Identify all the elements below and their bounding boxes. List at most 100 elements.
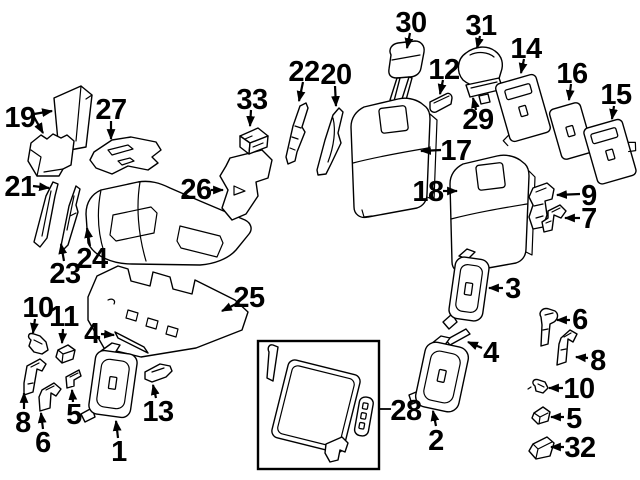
part-17-seat-back (350, 97, 438, 219)
part-8-bracket-right (556, 329, 578, 366)
callout-labels: 30 31 12 29 14 16 15 22 20 33 19 27 17 1… (4, 7, 632, 468)
callout-27: 27 (95, 94, 126, 126)
part-3-frame (442, 248, 490, 330)
callout-2: 2 (428, 425, 444, 457)
arrow-14 (518, 58, 528, 75)
callout-26: 26 (180, 174, 212, 206)
arrow-16 (565, 83, 575, 102)
part-21-trim (33, 181, 59, 248)
callout-15: 15 (600, 79, 632, 111)
part-8-bracket-left (23, 358, 47, 396)
arrow-15 (609, 105, 618, 121)
callout-22: 22 (288, 56, 319, 88)
callout-6-left: 6 (35, 427, 51, 459)
arrow-33 (246, 109, 256, 128)
callout-8-right: 8 (590, 345, 606, 377)
part-6-bracket-left (38, 382, 62, 412)
part-23-trim (60, 185, 81, 251)
part-20-trim (316, 107, 344, 176)
callout-24: 24 (76, 243, 108, 275)
callout-5-left: 5 (66, 399, 82, 431)
part-5-clip-right (531, 406, 551, 425)
callout-8-left: 8 (15, 407, 31, 439)
part-25-pad (87, 265, 249, 358)
arrow-24 (84, 226, 93, 247)
arrow-20 (331, 85, 340, 108)
callout-18: 18 (412, 176, 444, 208)
part-24-cushion (85, 180, 252, 266)
part-32-clip (528, 436, 555, 460)
part-4-strip-right (445, 328, 471, 346)
callout-31: 31 (465, 10, 497, 42)
callout-1: 1 (111, 436, 127, 468)
arrow-9 (555, 190, 581, 199)
part-5-clip-left (65, 369, 82, 389)
arrow-17 (419, 146, 442, 155)
callout-4-left: 4 (84, 318, 100, 350)
arrow-6-left (37, 411, 47, 430)
callout-5-right: 5 (566, 403, 582, 435)
callout-32: 32 (564, 432, 595, 464)
callout-10-right: 10 (563, 373, 594, 405)
arrow-4-right (466, 340, 483, 350)
arrow-2 (430, 409, 440, 427)
arrow-22 (296, 81, 306, 103)
arrow-21 (32, 182, 51, 192)
callout-33: 33 (236, 84, 268, 116)
callout-30: 30 (395, 7, 426, 39)
part-1-frame (80, 342, 138, 423)
part-22-trim (285, 102, 309, 165)
part-19-cushion (27, 133, 75, 177)
arrow-25 (221, 302, 239, 312)
arrow-29 (471, 96, 480, 111)
arrow-30 (404, 32, 414, 50)
arrow-23 (58, 242, 68, 262)
arrow-19b (33, 116, 44, 134)
part-15-panel (583, 118, 637, 185)
callout-6-right: 6 (572, 304, 588, 336)
arrow-8-right (574, 353, 589, 363)
callout-11: 11 (49, 301, 79, 333)
part-26-pad (219, 149, 273, 221)
callout-10-left: 10 (22, 292, 53, 324)
callout-12: 12 (428, 54, 459, 86)
arrow-11 (58, 328, 68, 345)
callout-28: 28 (390, 395, 422, 427)
part-7-bracket (541, 204, 567, 233)
callout-14: 14 (510, 33, 542, 65)
arrow-1 (112, 419, 122, 439)
callout-9: 9 (581, 180, 597, 212)
callout-7: 7 (581, 203, 597, 235)
arrow-12 (437, 79, 447, 96)
part-6-bracket-right (539, 307, 559, 347)
arrow-31 (475, 35, 484, 50)
part-14-panel (495, 73, 551, 147)
arrow-4-left (100, 329, 116, 339)
part-16-panel (548, 102, 594, 160)
part-10-clip-left (27, 332, 49, 355)
part-33-module (239, 127, 269, 155)
inset-box-armrest (256, 339, 381, 471)
callout-16: 16 (556, 58, 588, 90)
part-13-cover (144, 363, 173, 383)
callout-23: 23 (49, 258, 81, 290)
callout-13: 13 (142, 396, 174, 428)
arrow-5-left (68, 388, 78, 403)
arrow-13 (150, 383, 160, 399)
part-30-headrest (388, 40, 425, 102)
part-4-strip-left (114, 331, 149, 354)
part-12-guide (429, 92, 453, 113)
leader-arrows (19, 32, 618, 452)
inset-box-border (256, 339, 381, 471)
part-2-frame (408, 335, 470, 413)
part-11-clip (55, 344, 76, 364)
callout-17: 17 (440, 135, 471, 167)
part-27-pad (89, 136, 162, 175)
arrow-19a (33, 108, 54, 117)
callout-20: 20 (320, 59, 351, 91)
part-10-clip-right (527, 378, 549, 394)
callout-19: 19 (4, 102, 36, 134)
arrow-10-left (30, 318, 39, 335)
